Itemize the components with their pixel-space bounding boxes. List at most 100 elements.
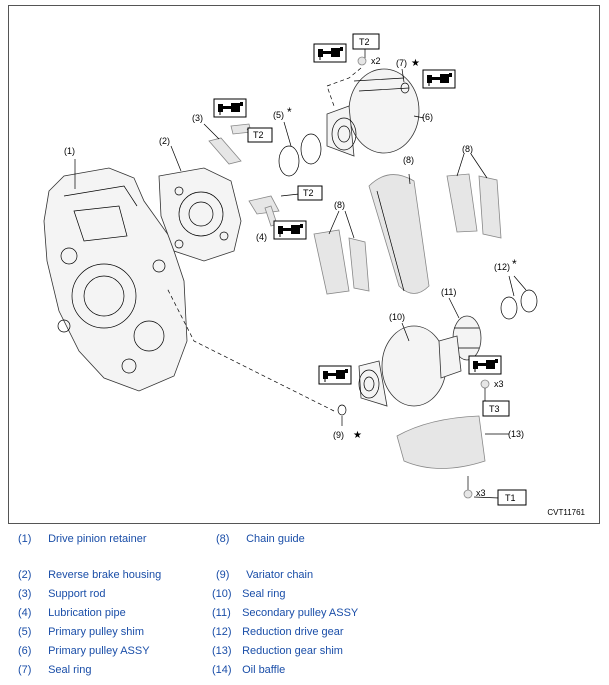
legend-num: (8) [216, 533, 230, 545]
oil-baffle-part [396, 415, 486, 469]
callout-8-b: (8) [334, 200, 345, 210]
legend-item-6: (6) Primary pulley ASSY [18, 645, 150, 661]
legend-item-10: (10) Seal ring [212, 588, 285, 604]
reverse-brake-housing-part [158, 167, 242, 262]
shim-ring-part [300, 133, 322, 165]
callout-12: (11) [441, 287, 456, 297]
gear-shim-part [520, 289, 538, 313]
callout-8-a: (8) [462, 144, 473, 154]
legend-name: Lubrication pipe [48, 607, 126, 619]
legend-num: (13) [212, 645, 232, 657]
chain-guide-part [446, 173, 478, 233]
torque-box-t2-c [352, 33, 380, 50]
asterisk-mark: * [287, 105, 292, 119]
legend-item-13: (13) Reduction gear shim [212, 645, 343, 661]
oil-can-icon [468, 355, 502, 375]
torque-box-t1 [497, 489, 527, 506]
shim-ring-part [278, 145, 300, 177]
legend-item-11: (11) Secondary pulley ASSY [212, 607, 358, 623]
callout-14: (13) [508, 429, 524, 439]
torque-label-t1: T1 [505, 493, 516, 503]
callout-1: (1) [64, 146, 75, 156]
legend-name: Seal ring [48, 664, 92, 676]
legend-item-8: (8) Chain guide [216, 533, 305, 549]
legend-num: (3) [18, 588, 32, 600]
quantity-label-x2: x2 [371, 56, 381, 66]
callout-11: (10) [389, 312, 405, 322]
seal-ring-part [337, 404, 347, 416]
legend-name: Oil baffle [242, 664, 286, 676]
legend-name: Reduction drive gear [242, 626, 344, 638]
diagram-code: CVT11761 [547, 508, 585, 517]
parts-legend: (1) Drive pinion retainer (2) Reverse br… [0, 527, 609, 685]
variator-chain-part [368, 174, 430, 294]
callout-3: (3) [192, 113, 203, 123]
seal-ring-part [400, 82, 410, 94]
legend-item-9: (9) Variator chain [216, 569, 313, 585]
legend-name: Seal ring [242, 588, 286, 600]
callout-13: (12) [494, 262, 510, 272]
quantity-label-x3-b: x3 [476, 488, 486, 498]
legend-num: (6) [18, 645, 32, 657]
exploded-view-diagram: (1) (2) (3) T2 T2 (4) (5) * (6) [8, 5, 600, 524]
legend-num: (4) [18, 607, 32, 619]
legend-item-3: (3) Support rod [18, 588, 106, 604]
legend-name: Support rod [48, 588, 106, 600]
legend-item-5: (5) Primary pulley shim [18, 626, 144, 642]
diagram-svg: (1) (2) (3) T2 T2 (4) (5) * (6) [43, 33, 538, 506]
torque-label-t3: T3 [489, 404, 500, 414]
legend-item-4: (4) Lubrication pipe [18, 607, 126, 623]
oil-can-icon [213, 98, 247, 118]
chain-guide-part [478, 175, 502, 239]
legend-name: Secondary pulley ASSY [242, 607, 359, 619]
legend-name: Primary pulley shim [48, 626, 145, 638]
asterisk-mark-2: * [512, 257, 517, 271]
callout-2: (2) [159, 136, 170, 146]
legend-num: (2) [18, 569, 32, 581]
legend-num: (11) [212, 607, 231, 619]
legend-num: (5) [18, 626, 32, 638]
torque-label-t2-c: T2 [359, 37, 370, 47]
gear-shim-part [500, 296, 518, 320]
torque-box-t2-b [297, 185, 323, 201]
oil-can-icon [318, 365, 352, 385]
star-mark: ★ [411, 58, 420, 69]
legend-num: (14) [212, 664, 232, 676]
legend-item-12: (12) Reduction drive gear [212, 626, 344, 642]
legend-name: Reduction gear shim [242, 645, 343, 657]
callout-4: (4) [256, 232, 267, 242]
drive-pinion-retainer-part [43, 167, 188, 392]
legend-item-1: (1) Drive pinion retainer [18, 533, 147, 549]
legend-item-2: (2) Reverse brake housing [18, 569, 161, 585]
callout-5: (5) [273, 110, 284, 120]
callout-10: (9) [333, 430, 344, 440]
legend-item-7: (7) Seal ring [18, 664, 91, 680]
legend-name: Drive pinion retainer [48, 533, 147, 545]
oil-can-icon [422, 69, 456, 89]
torque-label-t2-b: T2 [303, 188, 314, 198]
callout-9: (8) [403, 155, 414, 165]
secondary-pulley-assy-part [358, 325, 462, 407]
torque-box-t3 [482, 400, 510, 417]
legend-name: Variator chain [246, 569, 314, 581]
callout-6: (6) [422, 112, 433, 122]
legend-num: (12) [212, 626, 232, 638]
torque-box-t2-a [247, 127, 273, 143]
legend-num: (1) [18, 533, 32, 545]
primary-pulley-assy-part [326, 68, 420, 157]
star-mark-2: ★ [353, 430, 362, 441]
chain-guide-part [348, 237, 370, 292]
legend-num: (9) [216, 569, 230, 581]
legend-num: (7) [18, 664, 32, 676]
oil-can-icon [313, 43, 347, 63]
torque-label-t2-a: T2 [253, 130, 264, 140]
oil-can-icon [273, 220, 307, 240]
chain-guide-part [313, 229, 350, 295]
legend-num: (10) [212, 588, 232, 600]
legend-name: Chain guide [246, 533, 305, 545]
callout-7: (7) [396, 58, 407, 68]
legend-item-14: (14) Oil baffle [212, 664, 285, 680]
legend-name: Reverse brake housing [48, 569, 162, 581]
legend-name: Primary pulley ASSY [48, 645, 150, 657]
quantity-label-x3-a: x3 [494, 379, 504, 389]
